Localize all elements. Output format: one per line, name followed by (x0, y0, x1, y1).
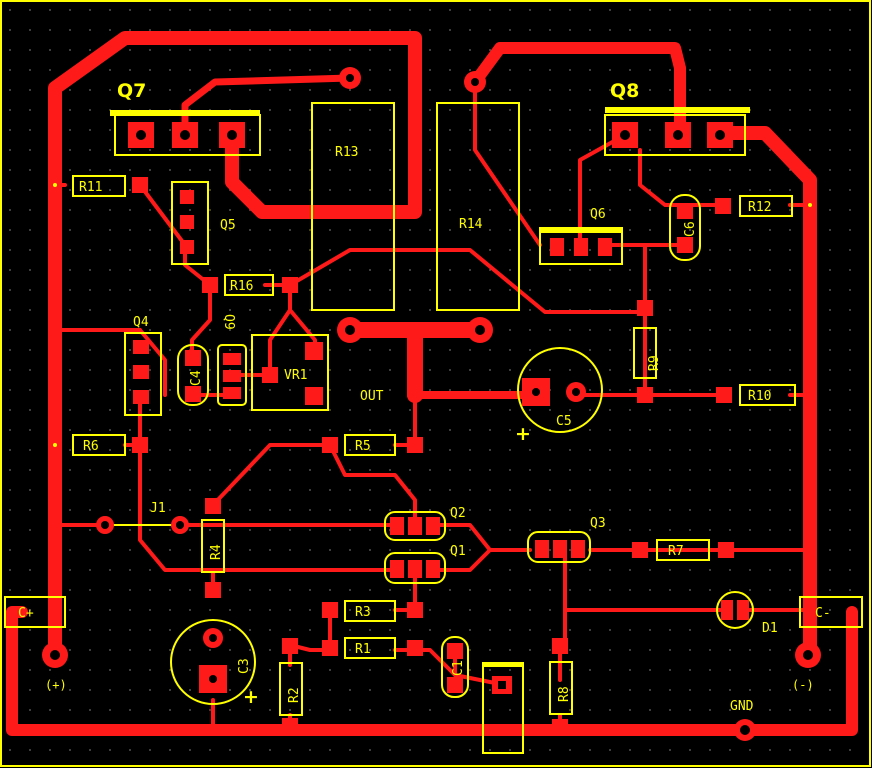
r4-label: R4 (209, 544, 224, 560)
minus-sign-label: (-) (792, 678, 814, 692)
q9-label: Q9 (221, 314, 236, 330)
r5-label: R5 (355, 439, 371, 454)
r16-label: R16 (230, 279, 253, 294)
q2-transistor[interactable]: Q2 (384, 506, 466, 541)
r14-resistor[interactable]: R14 (436, 102, 520, 311)
gnd-label: GND (730, 699, 754, 714)
c5-capacitor[interactable]: C5 + (515, 347, 603, 445)
q2-label: Q2 (450, 506, 466, 521)
gnd-connector-block[interactable] (482, 662, 524, 754)
q3-label: Q3 (590, 516, 606, 531)
r8-resistor[interactable]: R8 (549, 638, 573, 735)
plus-sign-label: (+) (45, 678, 67, 692)
copper-traces (6, 31, 858, 736)
r1-resistor[interactable]: R1 (322, 637, 423, 659)
q9-transistor[interactable]: Q9 (217, 314, 247, 406)
q4-transistor[interactable]: Q4 (124, 315, 162, 416)
vr1-trimmer[interactable]: VR1 (251, 334, 329, 411)
c-minus-terminal[interactable]: C- (-) (792, 596, 863, 692)
q5-transistor[interactable]: Q5 (171, 181, 236, 265)
r11-label: R11 (79, 180, 102, 195)
r7-label: R7 (668, 544, 684, 559)
r11-resistor[interactable]: R11 (53, 175, 148, 197)
r2-resistor[interactable]: R2 (279, 638, 303, 734)
q5-label: Q5 (220, 218, 236, 233)
c6-label: C6 (683, 221, 698, 237)
r13-label: R13 (335, 145, 358, 160)
r2-label: R2 (287, 687, 302, 703)
r13-resistor[interactable]: R13 (311, 102, 395, 311)
d1-label: D1 (762, 621, 778, 636)
c6-capacitor[interactable]: C6 (669, 194, 701, 261)
r9-label: R9 (647, 355, 662, 371)
q4-label: Q4 (133, 315, 149, 330)
r10-resistor[interactable]: R10 (716, 384, 796, 406)
r10-label: R10 (748, 389, 771, 404)
q6-transistor[interactable]: Q6 (539, 207, 623, 265)
q8-label: Q8 (610, 80, 639, 102)
r12-label: R12 (748, 200, 771, 215)
r12-resistor[interactable]: R12 (715, 195, 812, 217)
r1-label: R1 (355, 642, 371, 657)
j1-jumper[interactable]: J1 (96, 501, 189, 534)
c1-label: C1 (451, 660, 466, 676)
out-label: OUT (360, 389, 384, 404)
c3-capacitor[interactable]: C3 + (170, 619, 259, 708)
q6-label: Q6 (590, 207, 606, 222)
vr1-label: VR1 (284, 368, 307, 383)
r9-resistor[interactable]: R9 (633, 300, 662, 403)
j1-label: J1 (150, 501, 166, 516)
q7-transistor[interactable]: Q7 (110, 80, 261, 156)
c-plus-terminal[interactable]: C+ (+) (4, 596, 68, 692)
c5-label: C5 (556, 414, 572, 429)
r8-label: R8 (557, 686, 572, 702)
q8-transistor[interactable]: Q8 (604, 80, 750, 156)
r7-resistor[interactable]: R7 (632, 539, 734, 561)
q1-label: Q1 (450, 544, 466, 559)
gnd-pad[interactable]: GND (730, 699, 756, 741)
r5-resistor[interactable]: R5 (322, 434, 423, 456)
r16-resistor[interactable]: R16 (202, 274, 298, 296)
c4-label: C4 (189, 370, 204, 386)
c-minus-label: C- (815, 606, 831, 621)
q3-transistor[interactable]: Q3 (527, 516, 606, 563)
c3-polarity: + (243, 686, 259, 708)
c5-polarity: + (515, 423, 531, 445)
c3-label: C3 (237, 658, 252, 674)
r3-resistor[interactable]: R3 (322, 600, 423, 622)
r4-resistor[interactable]: R4 (201, 498, 225, 598)
r14-label: R14 (459, 217, 483, 232)
r6-resistor[interactable]: R6 (53, 434, 148, 456)
c-plus-label: C+ (18, 606, 34, 621)
r6-label: R6 (83, 439, 99, 454)
d1-diode[interactable]: D1 (716, 591, 778, 636)
c1-capacitor[interactable]: C1 (441, 636, 469, 698)
q1-transistor[interactable]: Q1 (384, 544, 466, 584)
c4-capacitor[interactable]: C4 (177, 344, 209, 406)
r3-label: R3 (355, 605, 371, 620)
q7-label: Q7 (117, 80, 146, 102)
out-pad (407, 387, 423, 403)
